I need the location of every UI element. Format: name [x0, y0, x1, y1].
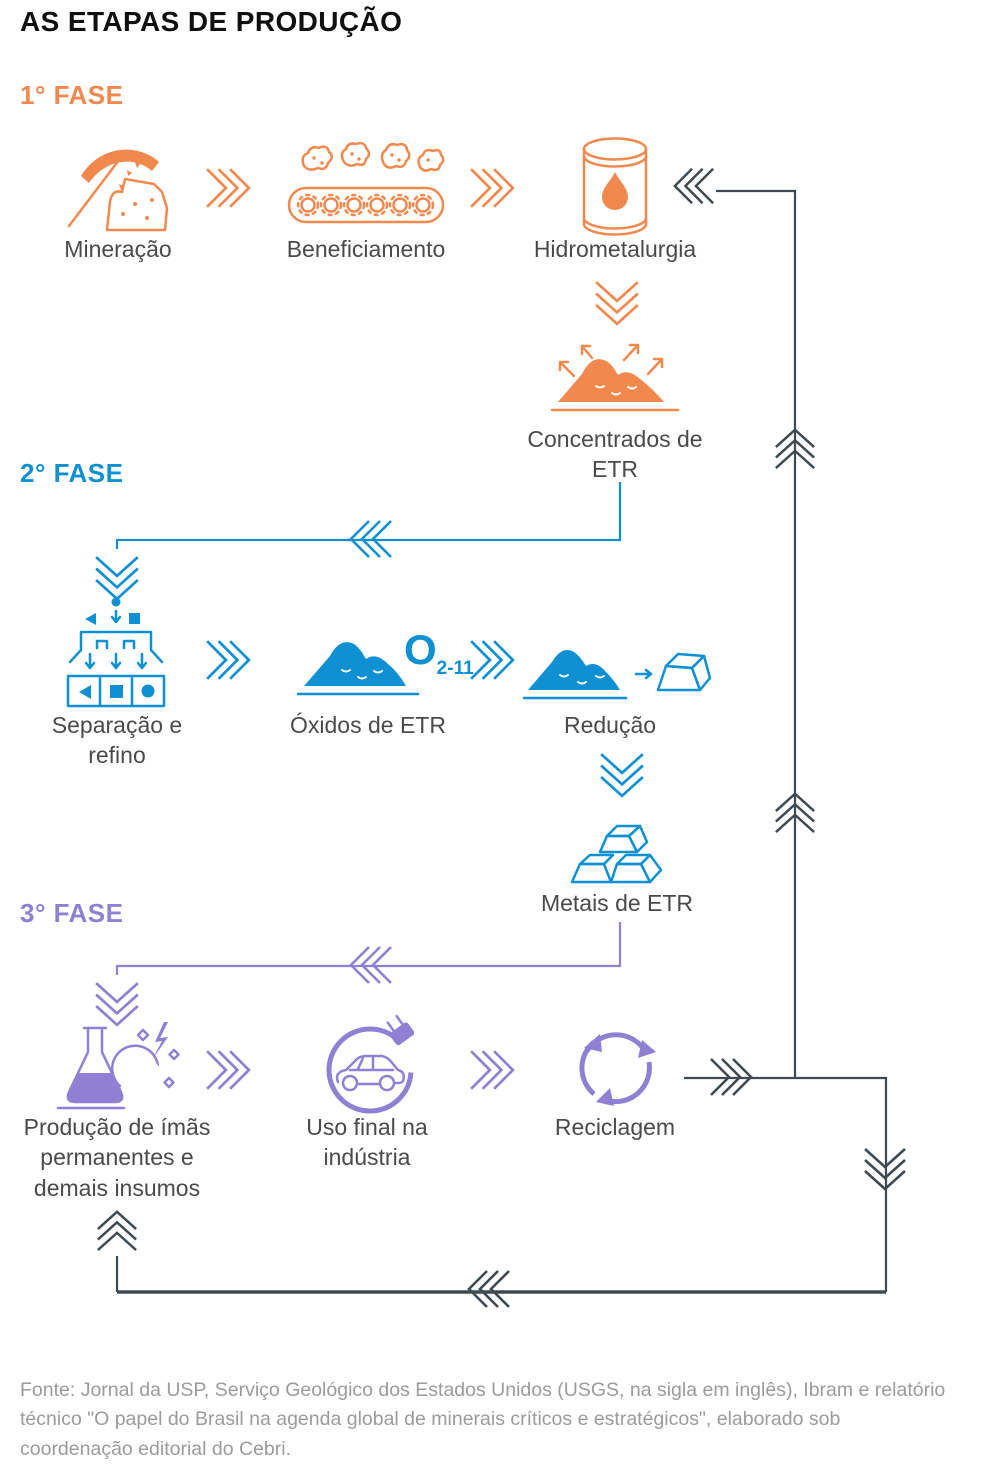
stage-label-mineracao: Mineração	[64, 236, 172, 262]
flow-right-icon	[205, 1049, 251, 1091]
flow-right-icon	[205, 167, 251, 209]
loop-line-recycle-to-hydromet	[716, 189, 797, 1078]
flow-down-icon	[599, 752, 645, 798]
sorting-funnel-icon	[60, 596, 172, 708]
flow-right-icon	[469, 639, 515, 681]
flask-magnet-icon	[48, 1016, 184, 1112]
flow-right-icon	[469, 1049, 515, 1091]
flow-down-icon	[94, 555, 140, 601]
electric-car-icon	[314, 1010, 428, 1114]
barrel-droplet-icon	[578, 136, 652, 236]
stage-label-oxidos: Óxidos de ETR	[290, 712, 446, 738]
oxide-pile-icon: O2-11	[296, 616, 474, 704]
phase-1-label: 1° FASE	[20, 80, 124, 110]
ore-pile-arrows-icon	[550, 330, 680, 418]
phase-2-label: 2° FASE	[20, 458, 124, 488]
stage-label-concentrados: Concentrados de ETR	[527, 426, 703, 483]
loop-left-icon	[673, 167, 715, 205]
connector-phase2	[115, 482, 622, 549]
stage-label-hidrometalurgia: Hidrometalurgia	[533, 236, 697, 262]
connector-phase3	[115, 922, 622, 975]
stage-label-reducao: Redução	[563, 712, 657, 738]
pickaxe-rock-icon	[55, 134, 177, 234]
loop-line-recycle-right	[684, 1076, 888, 1292]
conveyor-gears-icon	[286, 140, 446, 232]
stage-label-producao-imas: Produção de ímãs permanentes e demais in…	[23, 1114, 211, 1201]
oxide-formula: O2-11	[404, 626, 474, 679]
stage-label-separacao: Separação e refino	[51, 712, 183, 769]
stage-label-uso-final: Uso final na indústria	[306, 1114, 428, 1171]
phase-3-label: 3° FASE	[20, 898, 124, 928]
flow-right-icon	[205, 639, 251, 681]
stage-label-beneficiamento: Beneficiamento	[286, 236, 446, 262]
source-note: Fonte: Jornal da USP, Serviço Geológico …	[20, 1379, 946, 1460]
pile-to-ingot-icon	[522, 628, 714, 702]
ingot-stack-icon	[564, 802, 672, 886]
stage-label-reciclagem: Reciclagem	[554, 1114, 676, 1140]
loop-left-icon	[467, 1269, 511, 1309]
flow-down-icon	[594, 280, 640, 326]
stage-label-metais: Metais de ETR	[540, 890, 694, 916]
flow-right-icon	[469, 167, 515, 209]
recycle-arrows-icon	[568, 1018, 664, 1114]
page-title: AS ETAPAS DE PRODUÇÃO	[20, 6, 403, 37]
loop-up-icon	[96, 1210, 138, 1252]
